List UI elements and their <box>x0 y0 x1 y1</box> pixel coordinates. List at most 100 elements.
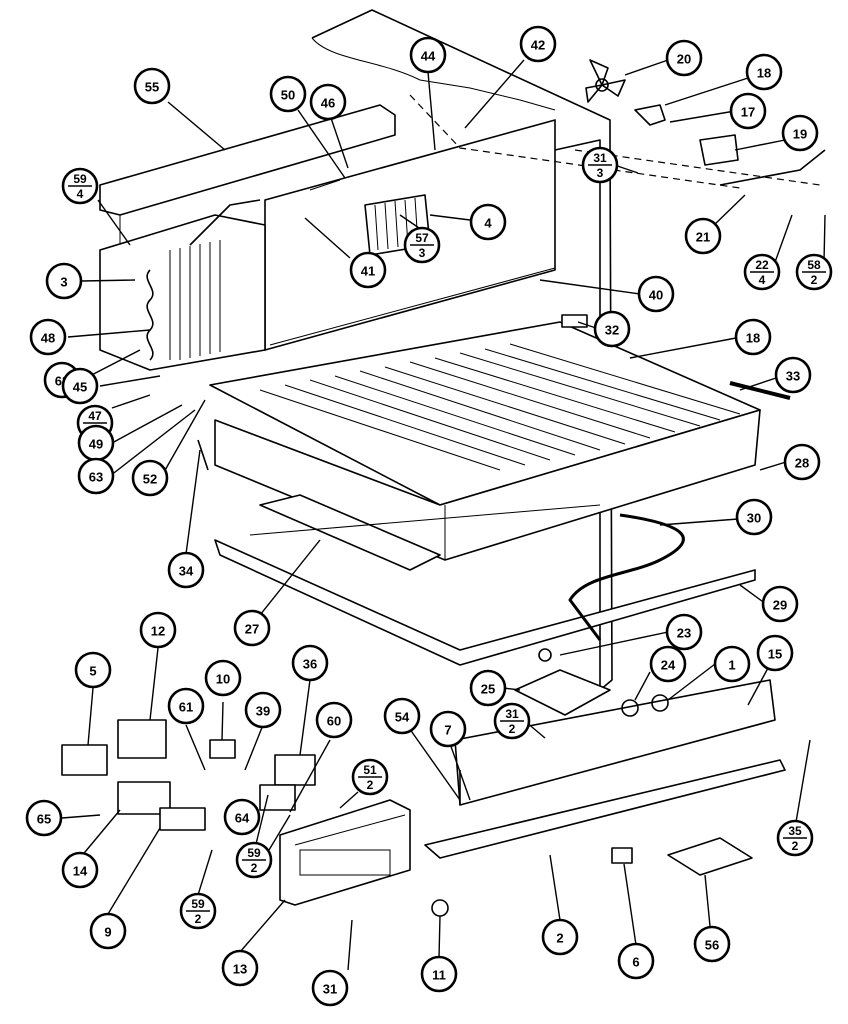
callout-label: 7 <box>444 723 451 738</box>
top-frame <box>99 104 396 216</box>
callout-31c: 31 <box>311 969 349 1007</box>
callout-denominator: 2 <box>251 861 258 875</box>
callout-label: 42 <box>531 38 545 53</box>
light-housing <box>514 669 611 716</box>
callout-59c: 592 <box>179 892 217 930</box>
callout-5: 5 <box>74 651 112 689</box>
callout-circle <box>593 310 631 348</box>
callout-9: 9 <box>89 912 127 950</box>
callout-circle <box>713 645 751 683</box>
callout-label: 2 <box>556 931 563 946</box>
callout-circle <box>315 701 353 739</box>
front-rail <box>454 679 776 806</box>
callout-label: 46 <box>321 96 335 111</box>
callout-34: 34 <box>167 551 205 589</box>
callout-label: 30 <box>747 511 761 526</box>
callout-label: 63 <box>89 470 103 485</box>
callout-circle <box>291 644 329 682</box>
callout-denominator: 2 <box>367 778 374 792</box>
callout-label: 19 <box>793 127 807 142</box>
callout-49: 49 <box>77 424 115 462</box>
callout-label: 41 <box>361 264 375 279</box>
callout-circle <box>131 459 169 497</box>
callout-13: 13 <box>221 949 259 987</box>
part-drawings <box>61 9 826 917</box>
callout-circle <box>221 949 259 987</box>
callout-label: 48 <box>41 331 55 346</box>
callout-35: 352 <box>776 819 814 857</box>
callout-label: 56 <box>705 938 719 953</box>
strip-33 <box>729 381 791 400</box>
callout-18a: 18 <box>745 53 783 91</box>
callout-50: 50 <box>269 75 307 113</box>
callout-denominator: 2 <box>792 839 799 853</box>
callout-label: 17 <box>741 105 755 120</box>
evaporator-ribs <box>259 343 741 471</box>
callout-25: 25 <box>469 669 507 707</box>
component-10 <box>209 739 236 759</box>
callout-58: 582 <box>795 253 833 291</box>
screw-23 <box>538 648 552 662</box>
component-12 <box>117 719 167 759</box>
callout-circle <box>649 645 687 683</box>
callout-10: 10 <box>204 659 242 697</box>
callout-65: 65 <box>25 799 63 837</box>
callout-36: 36 <box>291 644 329 682</box>
callout-label: 39 <box>256 704 270 719</box>
fan-blade <box>585 59 626 103</box>
callout-61: 61 <box>167 687 205 725</box>
callout-label: 18 <box>757 66 771 81</box>
alignment-line-top <box>409 94 741 189</box>
callout-14: 14 <box>61 851 99 889</box>
callout-33: 33 <box>774 356 812 394</box>
callout-circle <box>233 609 271 647</box>
condenser-coil-fins <box>169 240 221 360</box>
callout-56: 56 <box>693 925 731 963</box>
callout-41: 41 <box>349 251 387 289</box>
callout-40: 40 <box>637 275 675 313</box>
rod-34 <box>197 439 209 471</box>
callout-label: 10 <box>216 672 230 687</box>
callout-label: 54 <box>395 710 410 725</box>
callout-label: 31 <box>323 982 337 997</box>
callout-4: 4 <box>469 203 507 241</box>
callout-63: 63 <box>77 457 115 495</box>
callout-circle <box>167 687 205 725</box>
callout-24: 24 <box>649 645 687 683</box>
callout-circle <box>693 925 731 963</box>
callout-2: 2 <box>541 918 579 956</box>
clip-32 <box>561 314 588 328</box>
callout-circle <box>133 67 171 105</box>
callout-denominator: 3 <box>597 166 604 180</box>
callout-31a: 313 <box>581 146 619 184</box>
callout-circle <box>519 25 557 63</box>
callout-circle <box>89 912 127 950</box>
callout-label: 18 <box>746 331 760 346</box>
callout-30: 30 <box>735 498 773 536</box>
callout-circle <box>729 92 767 130</box>
callout-label: 1 <box>728 658 735 673</box>
callout-57: 573 <box>403 226 441 264</box>
callout-55: 55 <box>133 67 171 105</box>
callout-circle <box>684 217 722 255</box>
callout-label: 44 <box>421 49 436 64</box>
callout-circle <box>665 613 703 651</box>
callout-circle <box>665 39 703 77</box>
callout-label: 12 <box>151 624 165 639</box>
callout-circle <box>223 798 261 836</box>
callout-circle <box>541 918 579 956</box>
callout-label: 60 <box>327 714 341 729</box>
bracket-plate <box>667 837 753 876</box>
callout-circle <box>617 942 655 980</box>
callout-59b: 592 <box>235 841 273 879</box>
callout-54: 54 <box>383 697 421 735</box>
callout-label: 45 <box>73 380 87 395</box>
callout-denominator: 3 <box>419 246 426 260</box>
callout-circle <box>269 75 307 113</box>
callout-17: 17 <box>729 92 767 130</box>
callout-circle <box>756 634 794 672</box>
callout-label: 34 <box>179 564 194 579</box>
callout-1: 1 <box>713 645 751 683</box>
callout-60: 60 <box>315 701 353 739</box>
foam-pad <box>259 494 441 571</box>
